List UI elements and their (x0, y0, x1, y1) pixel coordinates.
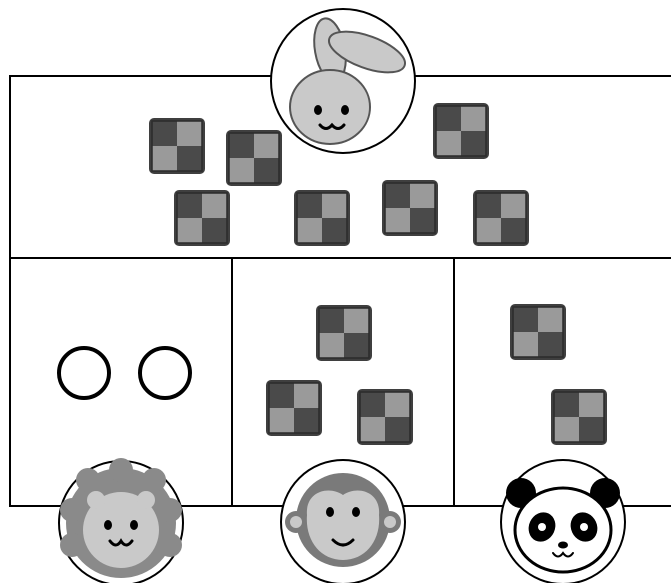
empty-circle-icon (140, 348, 190, 398)
checker-square-icon (316, 305, 372, 361)
empty-circle-icon (59, 348, 109, 398)
checker-square-icon (473, 190, 529, 246)
panda-face-icon (501, 460, 625, 583)
checker-square-icon (226, 130, 282, 186)
checker-square-icon (174, 190, 230, 246)
checker-square-icon (551, 389, 607, 445)
checker-square-icon (294, 190, 350, 246)
checker-square-icon (149, 118, 205, 174)
monkey-face-icon (281, 460, 405, 583)
checker-square-icon (510, 304, 566, 360)
checker-square-icon (357, 389, 413, 445)
checker-square-icon (382, 180, 438, 236)
checker-square-icon (266, 380, 322, 436)
lion-face-icon (59, 458, 183, 583)
rabbit-face-icon (271, 9, 415, 153)
checker-square-icon (433, 103, 489, 159)
